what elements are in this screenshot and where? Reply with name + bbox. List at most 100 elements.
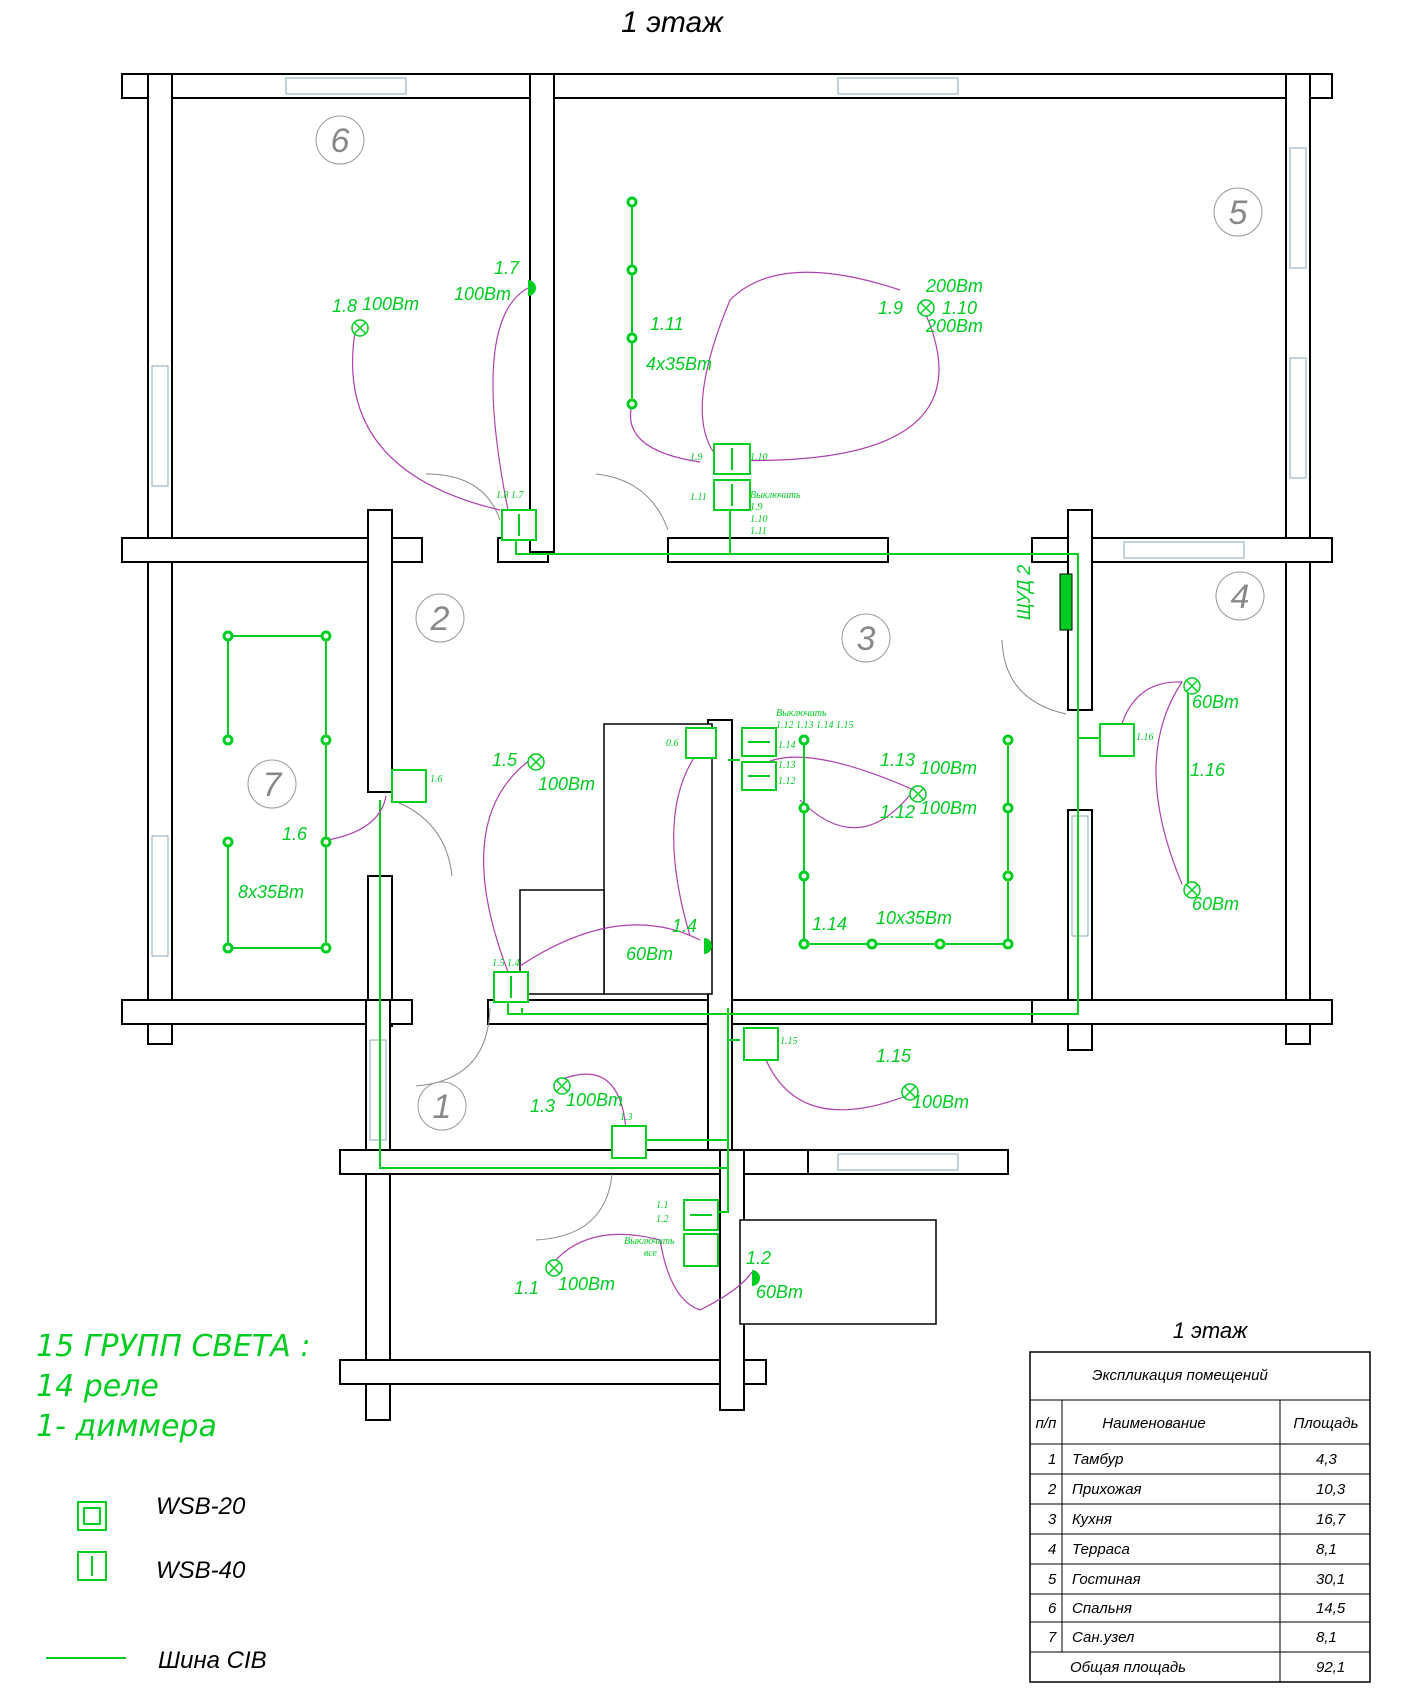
watt-1-16b: 60Вт [1192, 894, 1239, 914]
watt-1-14: 10х35Вт [876, 908, 952, 928]
wall-vestibule-top [339, 1149, 861, 1175]
table-total-value: 92,1 [1316, 1659, 1345, 1676]
watt-1-15: 100Вт [912, 1092, 969, 1112]
table-col-area: Площадь [1293, 1415, 1358, 1432]
table-heading: 1 этаж [1173, 1318, 1248, 1343]
note-off-all-2: Выключить [776, 708, 827, 719]
walls [121, 73, 1333, 1421]
wall-lower-mid [487, 999, 1049, 1025]
note-s-19: 1.9 [690, 452, 703, 463]
label-1-9: 1.9 [878, 298, 903, 318]
note-s-13: 1.3 [620, 1112, 633, 1123]
watt-1-6: 8х35Вт [238, 882, 304, 902]
note-s-110: 1.10 [750, 452, 768, 463]
note-s-112: 1.12 [778, 776, 796, 787]
watt-1-4: 60Вт [626, 944, 673, 964]
wall-lower-left [121, 999, 413, 1025]
note-list-3: 1.11 [750, 526, 767, 537]
note-s-06: 0.6 [666, 738, 679, 749]
table-row-area: 16,7 [1316, 1511, 1346, 1528]
table-row-name: Тамбур [1072, 1451, 1123, 1468]
note-off-all-1: Выключить [750, 490, 801, 501]
label-1-1: 1.1 [514, 1278, 539, 1298]
note-s-18-17: 1.8 1.7 [496, 490, 525, 501]
watt-1-16a: 60Вт [1192, 692, 1239, 712]
windows [151, 77, 1307, 1171]
label-1-4: 1.4 [672, 916, 697, 936]
room-number-3: 3 [857, 620, 876, 658]
table-row-area: 14,5 [1316, 1600, 1346, 1617]
label-1-10: 1.10 [942, 298, 977, 318]
label-1-15: 1.15 [876, 1046, 912, 1066]
table-row-name: Терраса [1072, 1541, 1130, 1558]
table-row-name: Прихожая [1072, 1481, 1142, 1498]
room-number-1: 1 [433, 1088, 452, 1126]
note-s-115: 1.15 [780, 1036, 798, 1047]
staircase-upper [603, 723, 713, 995]
wall-mid-b [667, 537, 889, 563]
table-row-name: Гостиная [1072, 1571, 1141, 1588]
label-1-7: 1.7 [494, 258, 520, 278]
table-row-num: 2 [1047, 1481, 1057, 1498]
wall-6-5 [529, 73, 555, 553]
watt-1-13: 100Вт [920, 758, 977, 778]
watt-1-1: 100Вт [558, 1274, 615, 1294]
explication-table: 1 этаж Экспликация помещений п/п Наимено… [1029, 1318, 1371, 1683]
label-1-11: 1.11 [650, 314, 684, 334]
switches: ЩУД 2 [391, 443, 1135, 1267]
watt-1-11: 4х35Вт [646, 354, 712, 374]
wall-bottom [339, 1359, 767, 1385]
wall-7-2-top [367, 509, 393, 793]
cib-bus-line [379, 504, 1100, 1213]
summary-line-2: 14 реле [36, 1369, 159, 1404]
table-col-name: Наименование [1102, 1415, 1206, 1432]
staircase-entry [739, 1219, 937, 1325]
legend: WSB-20 WSB-40 Шина CIB [46, 1493, 267, 1674]
label-1-3: 1.3 [530, 1096, 555, 1116]
room-number-4: 4 [1231, 578, 1250, 616]
label-1-6: 1.6 [282, 824, 308, 844]
watt-1-12: 100Вт [920, 798, 977, 818]
light-labels: 1.8 100Вт 1.7 100Вт 1.11 4х35Вт 1.9 200В… [238, 258, 1239, 1302]
note-s-16: 1.6 [430, 774, 443, 785]
summary-line-1: 15 ГРУПП СВЕТА : [36, 1329, 310, 1364]
lighting-wires [327, 271, 1184, 1311]
table-caption: Экспликация помещений [1092, 1367, 1268, 1384]
summary-block: 15 ГРУПП СВЕТА : 14 реле 1- диммера [36, 1329, 310, 1444]
wall-lower-right [1031, 999, 1333, 1025]
label-1-8: 1.8 [332, 296, 357, 316]
plan-title: 1 этаж [621, 6, 724, 39]
room-number-2: 2 [430, 600, 450, 638]
table-row-area: 8,1 [1316, 1629, 1337, 1646]
room-number-7: 7 [263, 766, 283, 804]
watt-1-3: 100Вт [566, 1090, 623, 1110]
note-s-116: 1.16 [1136, 732, 1154, 743]
watt-1-7: 100Вт [454, 284, 511, 304]
note-s-114: 1.14 [778, 740, 796, 751]
table-row-num: 5 [1048, 1571, 1057, 1588]
panel-label: ЩУД 2 [1014, 565, 1034, 620]
room-numbers: 1 2 3 4 5 6 7 [247, 115, 1265, 1131]
table-row-name: Спальня [1072, 1600, 1132, 1617]
table-total-label: Общая площадь [1070, 1659, 1186, 1676]
lamps [222, 196, 1201, 1286]
table-row-area: 4,3 [1316, 1451, 1338, 1468]
watt-1-2: 60Вт [756, 1282, 803, 1302]
label-1-16: 1.16 [1190, 760, 1226, 780]
table-row-num: 6 [1048, 1600, 1057, 1617]
summary-line-3: 1- диммера [36, 1409, 217, 1444]
note-list-12-15: 1.12 1.13 1.14 1.15 [776, 720, 854, 731]
table-row-area: 30,1 [1316, 1571, 1345, 1588]
note-s-12: 1.2 [656, 1214, 669, 1225]
note-s-11: 1.1 [656, 1200, 669, 1211]
switch-notes: 1.8 1.7 1.9 1.10 1.11 Выключить 1.9 1.1 0… [430, 452, 1154, 1259]
note-s-113: 1.13 [778, 760, 796, 771]
note-s-15-14: 1.5 1.4 [492, 958, 520, 969]
table-col-num: п/п [1036, 1415, 1057, 1432]
legend-wsb20: WSB-20 [156, 1493, 246, 1520]
doors [391, 473, 1067, 1241]
watt-1-5: 100Вт [538, 774, 595, 794]
watt-1-10: 200Вт [925, 316, 983, 336]
note-list-1: 1.9 [750, 502, 763, 513]
